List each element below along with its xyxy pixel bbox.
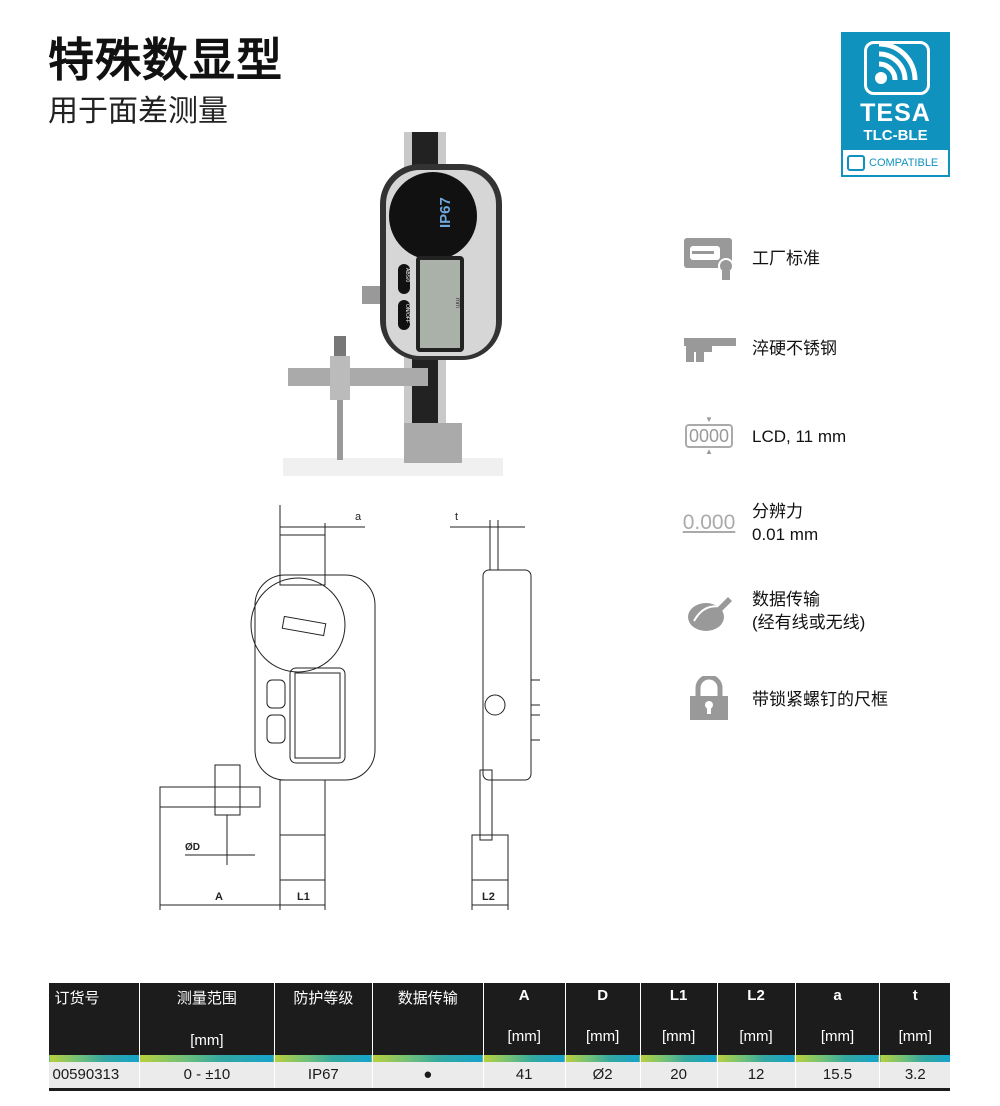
feature-label: 数据传输	[752, 590, 820, 609]
feature-hardened-steel: 淬硬不锈钢	[680, 325, 837, 371]
dim-t: t	[455, 511, 458, 523]
page-title: 特殊数显型	[48, 34, 283, 86]
logo-compatible: COMPATIBLE	[869, 156, 939, 169]
lcd-display-icon: ▼ 0000 ▲	[680, 413, 738, 459]
dim-L1: L1	[297, 891, 310, 903]
col-data-transfer: 数据传输	[371, 983, 484, 1055]
feature-lock-screw: 带锁紧螺钉的尺框	[680, 676, 888, 722]
resolution-icon-digits: 0.000	[682, 511, 736, 534]
checkbox-icon	[847, 154, 865, 171]
ip67-label: IP67	[437, 197, 454, 228]
cell-range: 0 - ±10	[138, 1062, 275, 1091]
resolution-icon: 0.000	[680, 500, 738, 546]
dim-A: A	[215, 891, 223, 903]
feature-label: 分辨力	[752, 502, 803, 521]
feature-label: 淬硬不锈钢	[752, 338, 837, 358]
feature-value: (经有线或无线)	[752, 613, 866, 632]
cell-protection: IP67	[273, 1062, 373, 1091]
page-subtitle: 用于面差测量	[48, 95, 228, 128]
col-a: a[mm]	[794, 983, 880, 1055]
col-range: 测量范围[mm]	[138, 983, 275, 1055]
feature-lcd: ▼ 0000 ▲ LCD, 11 mm	[680, 413, 846, 459]
feature-label: LCD, 11 mm	[752, 426, 847, 446]
table-row: 00590313 0 - ±10 IP67 ● 41 Ø2 20 12 15.5…	[48, 1062, 950, 1091]
col-order-no: 订货号	[48, 983, 140, 1055]
col-protection: 防护等级	[273, 983, 373, 1055]
data-transfer-icon	[680, 588, 738, 634]
feature-label: 工厂标准	[752, 248, 820, 268]
cell-order-no: 00590313	[48, 1062, 140, 1091]
lock-icon	[680, 676, 738, 722]
logo-line2: TLC-BLE	[863, 127, 928, 144]
specification-table: 订货号 测量范围[mm] 防护等级 数据传输 A[mm] D[mm] L1[mm…	[48, 983, 950, 1091]
tesa-tlc-ble-logo: TESA TLC-BLE COMPATIBLE	[841, 32, 950, 177]
col-L1: L1[mm]	[639, 983, 718, 1055]
side-technical-drawing: t L2	[450, 511, 540, 910]
lcd-icon-digits: 0000	[684, 424, 734, 448]
on-off-button-label: ON/OFF	[404, 304, 410, 323]
feature-value: 0.01 mm	[752, 525, 819, 544]
caliper-icon	[680, 325, 738, 371]
col-t: t[mm]	[879, 983, 950, 1055]
wireless-icon	[864, 41, 930, 95]
col-A: A[mm]	[482, 983, 566, 1055]
col-L2: L2[mm]	[716, 983, 796, 1055]
feature-label: 带锁紧螺钉的尺框	[752, 689, 888, 709]
unit-label: mm	[454, 298, 460, 308]
cell-D: Ø2	[564, 1062, 641, 1091]
dim-d: ØD	[185, 842, 200, 853]
cell-a: 15.5	[794, 1062, 880, 1091]
front-technical-drawing: a ØD A L1	[159, 505, 376, 910]
feature-factory-standard: 工厂标准	[680, 235, 820, 281]
cell-data-transfer: ●	[371, 1062, 484, 1091]
feature-resolution: 0.000 分辨力 0.01 mm	[680, 500, 818, 546]
dim-a: a	[355, 511, 362, 523]
cell-L1: 20	[639, 1062, 718, 1091]
logo-brand: TESA	[860, 99, 931, 127]
product-photo: IP67 ABS/0 ON/OFF mm	[283, 132, 503, 476]
abs-button-label: ABS/0	[404, 268, 410, 282]
certificate-icon	[680, 235, 738, 281]
feature-data-transfer: 数据传输 (经有线或无线)	[680, 588, 865, 634]
col-D: D[mm]	[564, 983, 641, 1055]
dim-L2: L2	[482, 891, 495, 903]
cell-A: 41	[482, 1062, 566, 1091]
cell-L2: 12	[716, 1062, 796, 1091]
cell-t: 3.2	[879, 1062, 950, 1091]
